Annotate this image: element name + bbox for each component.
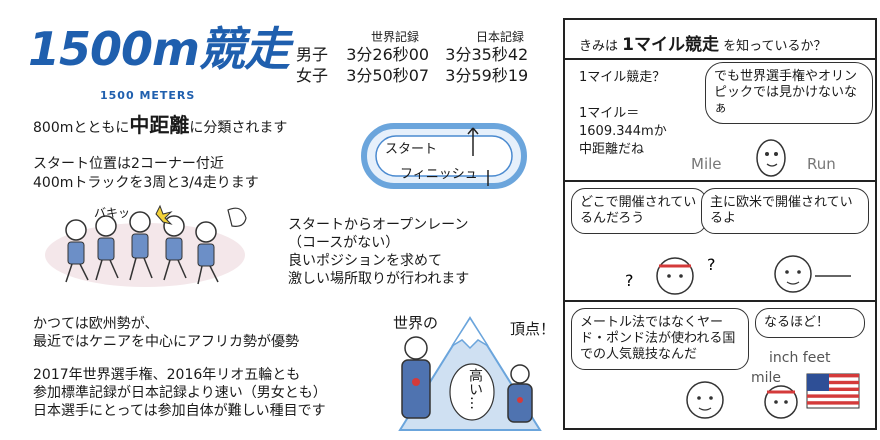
record-japan: 3分35秒42 (445, 45, 529, 64)
panel1-definition-3: 中距離だね (579, 142, 645, 157)
comic-panel-2: どこで開催されているんだろう 主に欧米で開催されているよ ? ? (563, 180, 877, 304)
comic-panel-1: 1マイル競走？ 1マイル＝ 1609.344mか 中距離だね でも世界選手権やオ… (563, 58, 877, 184)
comic-header-emphasis: 1マイル競走 (622, 35, 719, 55)
start-position-text: スタート位置は2コーナー付近 (33, 156, 224, 172)
lane-text-1: スタートからオープンレーン (288, 217, 469, 233)
standard-text-2: 参加標準記録が日本記録より速い（男女とも） (33, 385, 327, 401)
record-label: 女子 (296, 66, 329, 85)
page-title: 1500m競走 (28, 22, 290, 76)
mountain-label-right: 頂点！ (510, 320, 556, 338)
panel1-mile-label: Mile (691, 155, 722, 173)
panel3-characters (686, 381, 798, 419)
history-text-2: 最近ではケニアを中心にアフリカ勢が優勢 (33, 334, 299, 350)
standard-text-1: 2017年世界選手権、2016年リオ五輪とも (33, 367, 301, 383)
lane-text-4: 激しい場所取りが行われます (288, 271, 470, 287)
comic-header-panel: きみは 1マイル競走 を知っているか？ (563, 18, 877, 62)
japan-record-header: 日本記録 (476, 30, 525, 44)
mountain-label-center: 高い… (467, 368, 483, 410)
page-subtitle: 1500 METERS (100, 89, 196, 102)
track-start-label: スタート (385, 142, 438, 157)
mountain-illustration (398, 316, 542, 431)
panel3-left-bubble: メートル法ではなくヤード・ポンド法が使われる国での人気競技なんだ (571, 308, 749, 370)
record-row-men: 男子 3分26秒00 3分35秒42 (296, 46, 528, 64)
record-label: 男子 (296, 45, 329, 64)
classification-text: 800mとともに中距離に分類されます (33, 113, 288, 137)
classification-emphasis: 中距離 (129, 113, 190, 137)
svg-text:?: ? (625, 271, 634, 290)
panel3-right-bubble: なるほど！ (755, 308, 865, 338)
standard-text-3: 日本選手にとっては参加自体が難しい種目です (33, 403, 326, 419)
history-text-1: かつては欧州勢が、 (33, 316, 159, 332)
panel2-characters: ? ? (625, 255, 851, 295)
runners-illustration (45, 204, 247, 287)
panel2-right-bubble: 主に欧米で開催されているよ (701, 188, 869, 234)
laps-text: 400mトラックを3周と3/4走ります (33, 175, 259, 191)
panel3-mile: mile (751, 370, 782, 386)
usa-flag-icon (806, 373, 860, 409)
panel1-run-label: Run (807, 155, 836, 173)
record-world: 3分26秒00 (346, 45, 430, 64)
record-world: 3分50秒07 (346, 66, 430, 85)
world-record-header: 世界記録 (371, 30, 420, 44)
panel1-definition-1: 1マイル＝ (579, 106, 640, 121)
mountain-label-left: 世界の (393, 314, 439, 332)
track-finish-label: フィニッシュ (400, 167, 478, 182)
lane-text-3: 良いポジションを求めて (288, 253, 442, 269)
record-japan: 3分59秒19 (445, 66, 529, 85)
runners-sfx: バキッ (94, 206, 131, 220)
panel1-character (756, 139, 786, 177)
track-illustration (361, 123, 527, 189)
panel2-left-bubble: どこで開催されているんだろう (571, 188, 707, 234)
comic-panel-3: メートル法ではなくヤード・ポンド法が使われる国での人気競技なんだ なるほど！ i… (563, 300, 877, 430)
panel1-definition-2: 1609.344mか (579, 124, 667, 139)
panel1-speech-bubble: でも世界選手権やオリンピックでは見かけないなぁ (705, 62, 873, 124)
record-row-women: 女子 3分50秒07 3分59秒19 (296, 67, 528, 85)
panel1-question: 1マイル競走？ (579, 70, 666, 85)
svg-text:?: ? (707, 255, 716, 274)
lane-text-2: （コースがない） (288, 235, 400, 251)
panel3-inch-feet: inch feet (769, 350, 831, 366)
